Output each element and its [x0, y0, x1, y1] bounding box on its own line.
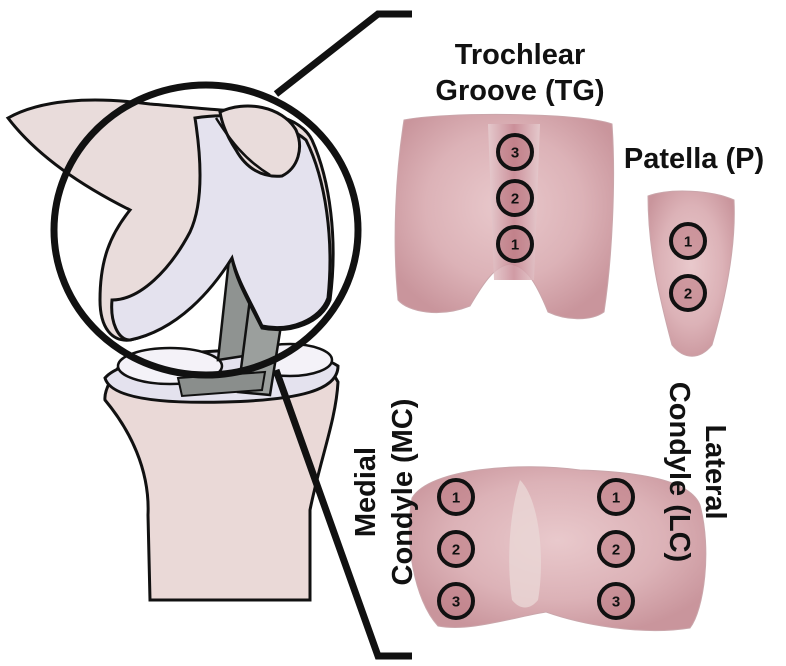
site-number: 2 [684, 286, 692, 303]
patella-specimen [648, 191, 734, 356]
site-marker-p-1: 1 [671, 224, 705, 258]
trochlear-label-line1: Trochlear [455, 39, 586, 71]
site-marker-tg-3: 1 [498, 227, 532, 261]
lateral-label-line2: Condyle (LC) [663, 382, 695, 562]
site-marker-tg-1: 3 [498, 135, 532, 169]
patella-tissue [648, 191, 734, 356]
trochlear-label-line2: Groove (TG) [435, 75, 604, 107]
site-marker-lc-3: 3 [599, 584, 633, 618]
site-number: 3 [612, 594, 620, 611]
site-number: 1 [511, 237, 519, 254]
site-number: 2 [612, 542, 620, 559]
site-marker-mc-1: 1 [439, 480, 473, 514]
site-number: 2 [511, 191, 519, 208]
site-marker-mc-2: 2 [439, 532, 473, 566]
site-number: 3 [511, 145, 519, 162]
patella-label: Patella (P) [624, 143, 764, 175]
medial-label-line1: Medial [350, 447, 382, 537]
site-marker-lc-1: 1 [599, 480, 633, 514]
site-number: 2 [452, 542, 460, 559]
site-number: 3 [452, 594, 460, 611]
site-marker-mc-3: 3 [439, 584, 473, 618]
site-marker-lc-2: 2 [599, 532, 633, 566]
site-number: 1 [452, 490, 460, 507]
lateral-label-line1: Lateral [699, 424, 731, 519]
zoom-line-top [276, 14, 412, 94]
medial-label-line2: Condyle (MC) [387, 399, 419, 586]
site-number: 1 [684, 234, 692, 251]
knee-illustration [8, 14, 412, 656]
site-marker-p-2: 2 [671, 276, 705, 310]
site-number: 1 [612, 490, 620, 507]
site-marker-tg-2: 2 [498, 181, 532, 215]
